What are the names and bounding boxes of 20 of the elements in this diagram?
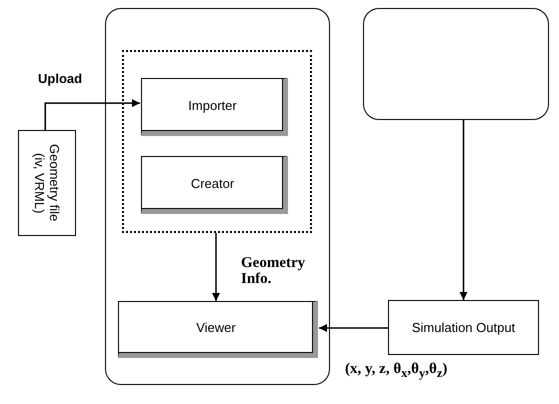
rounded-panel (363, 8, 549, 120)
process-box (388, 300, 539, 355)
arrow (44, 99, 140, 130)
edge-label: (x, y, z, θ$_{x}$,θ$_{y}$,θ$_{z}$) (345, 362, 448, 380)
box-label: Simulation Output (412, 320, 516, 335)
rounded-panel (105, 8, 330, 385)
module-box (141, 156, 288, 214)
edge-label: Geometry Info. (241, 256, 306, 288)
arrow (460, 120, 468, 300)
arrow (212, 233, 220, 301)
file-box (18, 130, 76, 236)
arrow (319, 324, 388, 332)
dotted-group-box (122, 50, 312, 233)
module-box (141, 78, 288, 136)
module-box (118, 301, 318, 358)
file-label: Geometry file (iv, VRML) (32, 143, 62, 224)
box-label: Creator (190, 176, 234, 190)
edge-label: Upload (38, 72, 82, 86)
box-label: Importer (188, 98, 237, 112)
box-label: Viewer (196, 320, 236, 335)
